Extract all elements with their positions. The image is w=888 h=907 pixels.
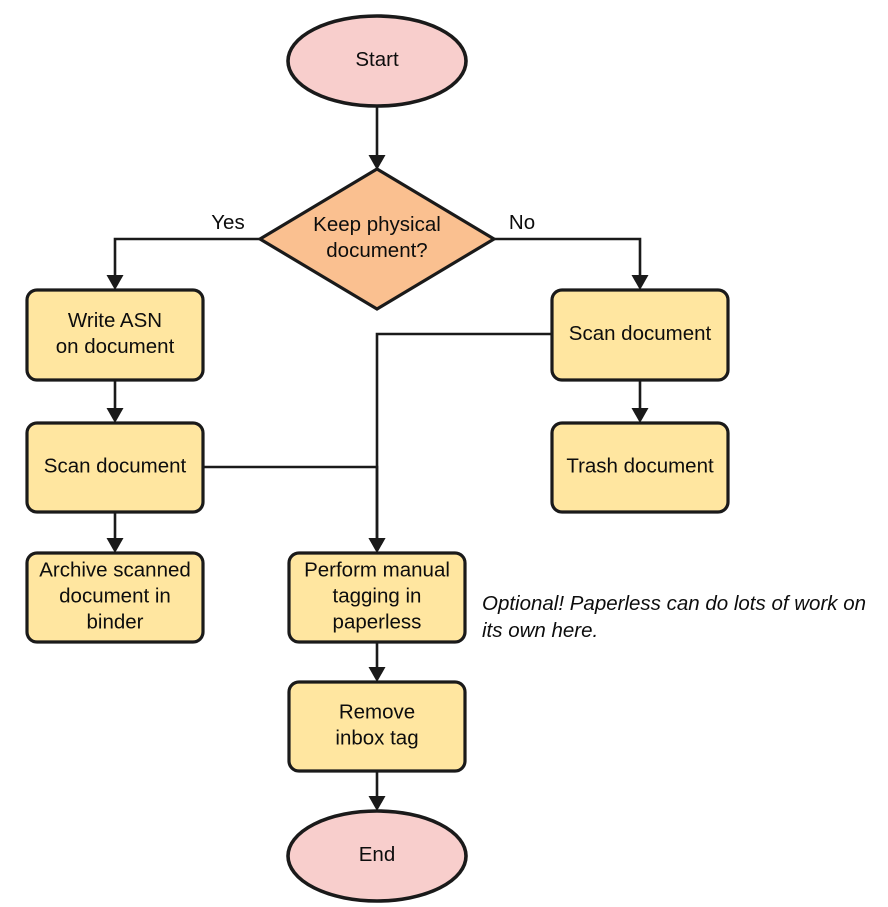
edge-decision-no-to-scan-document-right: No: [494, 211, 649, 290]
node-shape-diamond: [256, 167, 498, 311]
edge-arrowhead: [106, 408, 124, 423]
node-label-line: Write ASN: [68, 309, 162, 332]
node-scan-document-left[interactable]: Scan document: [25, 421, 205, 514]
edge-arrowhead: [368, 667, 386, 682]
edge-start-to-decision: [368, 107, 386, 170]
edge-label-yes: Yes: [211, 211, 244, 234]
edge-scan-document-left-to-tagging: [203, 465, 386, 553]
node-label-line: Archive scanned: [39, 559, 191, 582]
node-trash-document[interactable]: Trash document: [550, 421, 730, 514]
node-label-line: End: [359, 843, 395, 866]
node-write-asn-on-document[interactable]: Write ASN on document: [25, 288, 205, 382]
node-start[interactable]: Start: [286, 14, 468, 108]
node-label-line: paperless: [333, 611, 422, 634]
edge-line: [203, 465, 379, 547]
edge-tagging-to-remove-inbox-tag: [368, 642, 386, 682]
annotation-optional-note: Optional! Paperless can do lots of work …: [482, 592, 866, 642]
edge-arrowhead: [631, 408, 649, 423]
node-remove-inbox-tag[interactable]: Remove inbox tag: [287, 680, 467, 773]
node-end[interactable]: End: [286, 809, 468, 903]
edge-scan-document-right-to-trash: [631, 380, 649, 423]
node-label: End: [359, 843, 395, 866]
node-label: Archive scanned document in binder: [39, 559, 191, 634]
node-label-line: inbox tag: [335, 727, 418, 750]
node-label: Write ASN on document: [56, 309, 175, 358]
edge-arrowhead: [106, 538, 124, 553]
node-label: Trash document: [566, 455, 714, 478]
node-label: Remove inbox tag: [335, 701, 418, 750]
node-shape-rect: [25, 421, 205, 514]
annotation-line: Optional! Paperless can do lots of work …: [482, 592, 866, 615]
edge-remove-inbox-tag-to-end: [368, 771, 386, 811]
node-label-line: Remove: [339, 701, 415, 724]
node-label: Keep physical document?: [313, 213, 441, 262]
node-scan-document-right[interactable]: Scan document: [550, 288, 730, 382]
node-label-line: on document: [56, 335, 175, 358]
node-label-line: Scan document: [569, 322, 712, 345]
node-label-line: Perform manual: [304, 559, 450, 582]
node-label-line: document in: [59, 585, 171, 608]
node-perform-manual-tagging-in-paperless[interactable]: Perform manual tagging in paperless: [287, 551, 467, 644]
node-shape-rect: [550, 288, 730, 382]
node-label-line: Keep physical: [313, 213, 441, 236]
node-label: Perform manual tagging in paperless: [304, 559, 450, 634]
node-label-line: Start: [355, 48, 399, 71]
edge-arrowhead: [368, 538, 386, 553]
node-shape-rect: [25, 551, 205, 644]
node-label-line: document?: [326, 239, 427, 262]
annotation-line: its own here.: [482, 619, 598, 642]
node-label: Scan document: [569, 322, 712, 345]
edge-line: [113, 237, 260, 284]
annotations-layer: Optional! Paperless can do lots of work …: [482, 592, 866, 642]
node-shape-ellipse: [286, 14, 468, 108]
edge-arrowhead: [368, 796, 386, 811]
edge-line: [494, 237, 642, 284]
node-label-line: Scan document: [44, 455, 187, 478]
node-shape-rect: [287, 551, 467, 644]
node-shape-rect: [550, 421, 730, 514]
node-label: Scan document: [44, 455, 187, 478]
node-label: Start: [355, 48, 399, 71]
edges-layer: Yes No: [106, 107, 649, 811]
node-label-line: tagging in: [333, 585, 422, 608]
node-shape-rect: [25, 288, 205, 382]
edge-arrowhead: [368, 155, 386, 170]
edge-arrowhead: [106, 275, 124, 290]
edge-write-asn-to-scan-document-left: [106, 380, 124, 423]
edge-label-no: No: [509, 211, 535, 234]
edge-scan-document-right-to-tagging: [368, 332, 552, 553]
edge-scan-document-left-to-archive: [106, 512, 124, 553]
node-keep-physical-document[interactable]: Keep physical document?: [256, 167, 498, 311]
edge-line: [375, 332, 552, 547]
node-shape-rect: [287, 680, 467, 773]
node-label-line: Trash document: [566, 455, 714, 478]
node-shape-ellipse: [286, 809, 468, 903]
node-label-line: binder: [87, 611, 144, 634]
edge-arrowhead: [631, 275, 649, 290]
edge-decision-yes-to-write-asn: Yes: [106, 211, 260, 290]
node-archive-scanned-document-in-binder[interactable]: Archive scanned document in binder: [25, 551, 205, 644]
